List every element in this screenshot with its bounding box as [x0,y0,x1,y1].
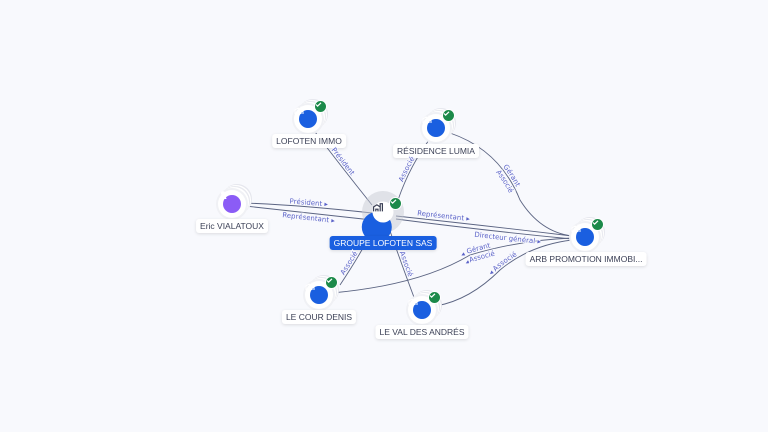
building-icon [571,224,594,246]
node-label[interactable]: LE VAL DES ANDRÉS [375,325,469,339]
node-label[interactable]: LE COUR DENIS [281,310,357,324]
node-eric-vialatoux[interactable] [218,190,246,218]
node-lofoten-immo[interactable] [294,100,327,133]
verified-check-icon [314,100,327,113]
node-residence-lumia[interactable] [422,109,455,142]
node-label[interactable]: LOFOTEN IMMO [272,134,346,148]
verified-check-icon [428,291,441,304]
verified-check-icon [389,197,402,210]
building-icon [422,115,445,137]
building-icon [408,297,431,319]
verified-check-icon [442,109,455,122]
node-le-val-des-andres[interactable] [408,291,441,324]
person-icon [219,191,241,213]
verified-check-icon [325,276,338,289]
node-label[interactable]: Eric VIALATOUX [196,219,268,233]
verified-check-icon [591,218,604,231]
node-arb-promotion[interactable] [571,218,604,251]
node-label[interactable]: ARB PROMOTION IMMOBI... [525,252,647,266]
building-icon [305,282,328,304]
center-node-label[interactable]: GROUPE LOFOTEN SAS [329,236,437,250]
node-label[interactable]: RÉSIDENCE LUMIA [393,144,479,158]
building-icon [294,106,317,128]
building-icon [372,201,394,223]
node-le-cour-denis[interactable] [305,276,338,309]
